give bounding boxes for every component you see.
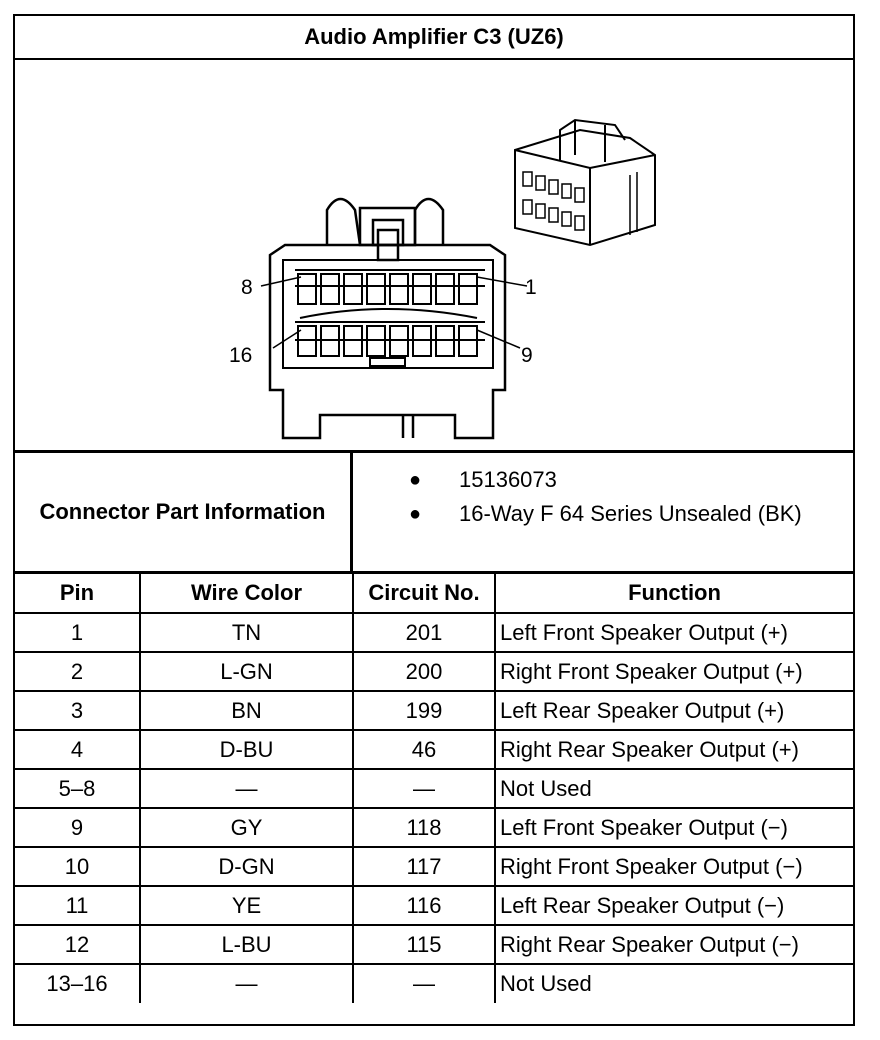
cell-pin: 11 — [15, 885, 141, 926]
header-circuit-no: Circuit No. — [352, 574, 496, 614]
cell-wire-color: — — [139, 768, 354, 809]
cell-pin: 3 — [15, 690, 141, 731]
cell-pin: 12 — [15, 924, 141, 965]
cell-circuit: 199 — [352, 690, 496, 731]
bullet-icon: ● — [409, 469, 422, 491]
table-header-row: Pin Wire Color Circuit No. Function — [15, 574, 853, 614]
cell-function: Right Front Speaker Output (+) — [494, 651, 853, 692]
cell-function: Left Rear Speaker Output (−) — [494, 885, 853, 926]
connector-description: 16-Way F 64 Series Unsealed (BK) — [459, 501, 802, 526]
table-row: 3 BN 199 Left Rear Speaker Output (+) — [15, 690, 853, 731]
cell-pin: 5–8 — [15, 768, 141, 809]
cell-pin: 10 — [15, 846, 141, 887]
table-row: 5–8 — — Not Used — [15, 768, 853, 809]
cell-pin: 13–16 — [15, 963, 141, 1003]
cell-wire-color: TN — [139, 612, 354, 653]
table-row: 2 L-GN 200 Right Front Speaker Output (+… — [15, 651, 853, 692]
header-pin: Pin — [15, 574, 141, 614]
cell-circuit: 115 — [352, 924, 496, 965]
cell-pin: 4 — [15, 729, 141, 770]
cell-wire-color: L-BU — [139, 924, 354, 965]
cell-wire-color: GY — [139, 807, 354, 848]
cell-function: Not Used — [494, 963, 853, 1003]
cell-function: Not Used — [494, 768, 853, 809]
cell-function: Right Rear Speaker Output (−) — [494, 924, 853, 965]
connector-part-info: Connector Part Information ● 15136073 ● … — [15, 453, 853, 574]
bullet-icon: ● — [409, 503, 422, 525]
pin-label-16: 16 — [229, 344, 252, 367]
pin-label-1: 1 — [525, 276, 537, 299]
cell-function: Right Rear Speaker Output (+) — [494, 729, 853, 770]
part-info-item: ● 15136073 — [353, 463, 853, 497]
header-function: Function — [494, 574, 853, 614]
cell-pin: 2 — [15, 651, 141, 692]
cell-function: Left Front Speaker Output (+) — [494, 612, 853, 653]
cell-circuit: 118 — [352, 807, 496, 848]
cell-wire-color: D-BU — [139, 729, 354, 770]
cell-circuit: — — [352, 768, 496, 809]
pin-label-8: 8 — [241, 276, 253, 299]
cell-function: Left Front Speaker Output (−) — [494, 807, 853, 848]
connector-drawing: 8 1 16 9 — [229, 118, 656, 440]
table-row: 10 D-GN 117 Right Front Speaker Output (… — [15, 846, 853, 887]
table-row: 13–16 — — Not Used — [15, 963, 853, 1003]
part-info-list: ● 15136073 ● 16-Way F 64 Series Unsealed… — [353, 453, 853, 531]
pin-label-9: 9 — [521, 344, 533, 367]
cell-circuit: 46 — [352, 729, 496, 770]
connector-sheet: Audio Amplifier C3 (UZ6) — [13, 14, 855, 1026]
part-info-item: ● 16-Way F 64 Series Unsealed (BK) — [353, 497, 853, 531]
cell-wire-color: — — [139, 963, 354, 1003]
table-row: 11 YE 116 Left Rear Speaker Output (−) — [15, 885, 853, 926]
cell-wire-color: L-GN — [139, 651, 354, 692]
cell-circuit: 117 — [352, 846, 496, 887]
cell-function: Left Rear Speaker Output (+) — [494, 690, 853, 731]
table-row: 4 D-BU 46 Right Rear Speaker Output (+) — [15, 729, 853, 770]
connector-face-icon — [260, 197, 528, 440]
cell-wire-color: D-GN — [139, 846, 354, 887]
part-info-label: Connector Part Information — [15, 453, 353, 571]
part-number: 15136073 — [459, 467, 557, 492]
cell-circuit: 201 — [352, 612, 496, 653]
cell-wire-color: BN — [139, 690, 354, 731]
header-wire-color: Wire Color — [139, 574, 354, 614]
cell-wire-color: YE — [139, 885, 354, 926]
cell-circuit: — — [352, 963, 496, 1003]
pinout-table: Pin Wire Color Circuit No. Function 1 TN… — [15, 574, 853, 1003]
cell-circuit: 116 — [352, 885, 496, 926]
table-row: 9 GY 118 Left Front Speaker Output (−) — [15, 807, 853, 848]
cell-pin: 1 — [15, 612, 141, 653]
table-row: 1 TN 201 Left Front Speaker Output (+) — [15, 612, 853, 653]
connector-figure: 8 1 16 9 — [15, 60, 853, 453]
cell-function: Right Front Speaker Output (−) — [494, 846, 853, 887]
page-title: Audio Amplifier C3 (UZ6) — [15, 16, 853, 60]
table-row: 12 L-BU 115 Right Rear Speaker Output (−… — [15, 924, 853, 965]
cell-pin: 9 — [15, 807, 141, 848]
cell-circuit: 200 — [352, 651, 496, 692]
connector-isometric-icon — [514, 118, 656, 247]
